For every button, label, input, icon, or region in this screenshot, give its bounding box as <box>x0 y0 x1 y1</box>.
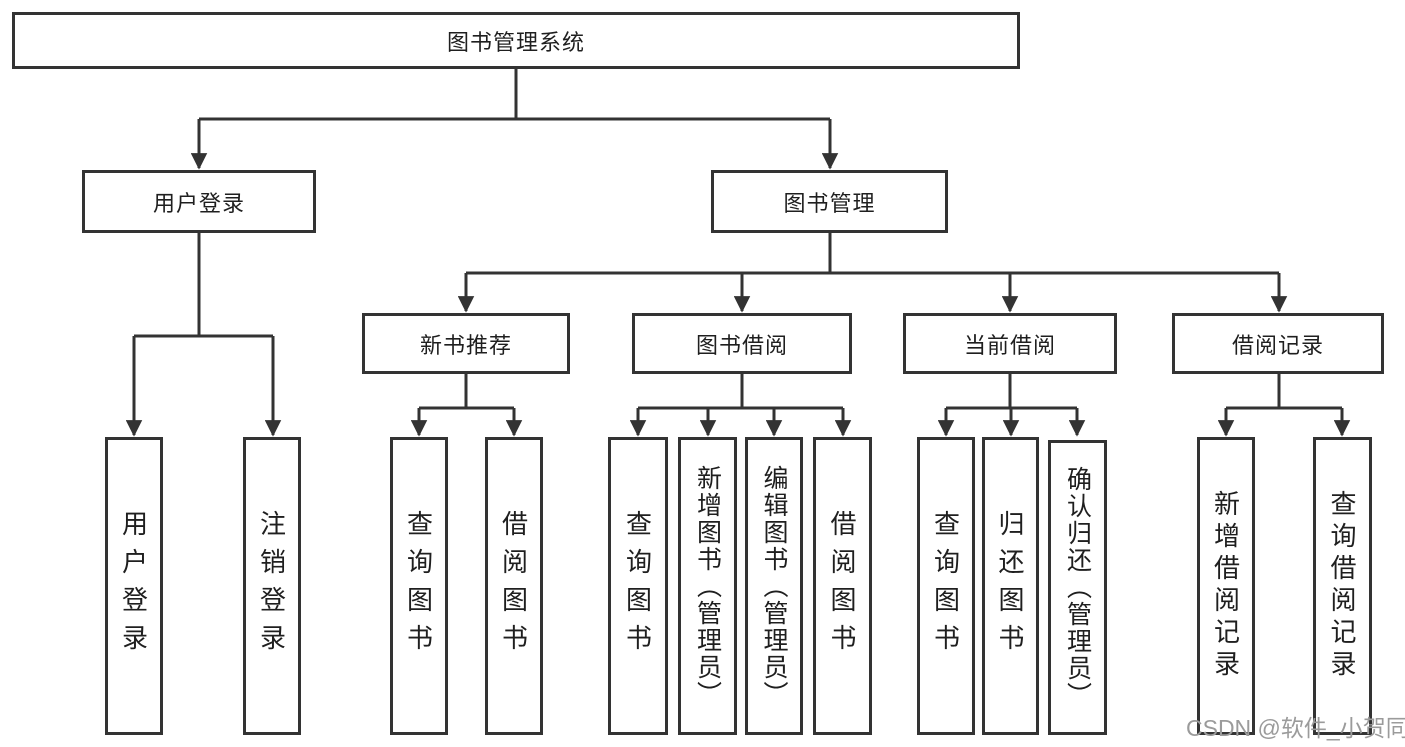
node-borrow-records: 借阅记录 <box>1172 313 1384 374</box>
node-book-management: 图书管理 <box>711 170 948 233</box>
node-user-login: 用户登录 <box>82 170 316 233</box>
node-book-borrow: 图书借阅 <box>632 313 852 374</box>
leaf-cb-confirm-return: 确认归还（管理员） <box>1048 440 1107 735</box>
leaf-nb-query-book: 查询图书 <box>390 437 448 735</box>
leaf-nb-borrow-book: 借阅图书 <box>485 437 543 735</box>
leaf-bb-borrow-book: 借阅图书 <box>813 437 872 735</box>
leaf-user-login: 用户登录 <box>105 437 163 735</box>
leaf-bb-edit-book: 编辑图书（管理员） <box>745 437 803 735</box>
node-current-borrow: 当前借阅 <box>903 313 1117 374</box>
leaf-cb-query-book: 查询图书 <box>917 437 975 735</box>
leaf-bb-add-book: 新增图书（管理员） <box>678 437 737 735</box>
leaf-logout: 注销登录 <box>243 437 301 735</box>
leaf-br-query-record: 查询借阅记录 <box>1313 437 1372 735</box>
leaf-bb-query-book: 查询图书 <box>608 437 668 735</box>
node-root-system: 图书管理系统 <box>12 12 1020 69</box>
leaf-br-add-record: 新增借阅记录 <box>1197 437 1255 735</box>
csdn-watermark: CSDN @软件_小贺同学 <box>1186 715 1405 741</box>
leaf-cb-return-book: 归还图书 <box>982 437 1039 735</box>
node-new-book-recommend: 新书推荐 <box>362 313 570 374</box>
